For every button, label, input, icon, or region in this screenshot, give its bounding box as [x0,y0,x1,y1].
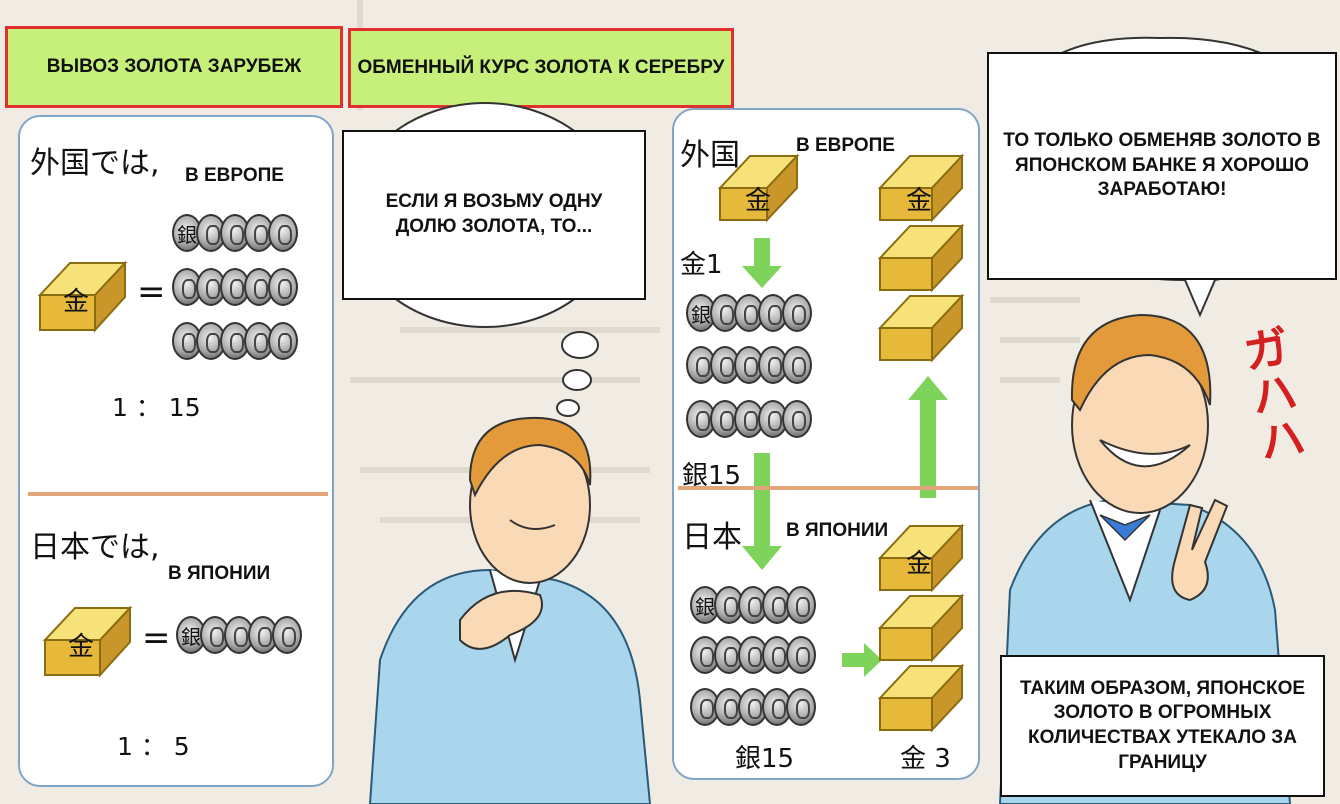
japan-heading-ru: В ЯПОНИИ [168,563,271,584]
gold-kanji-label: 金 [906,549,933,579]
silver-coin-icon [268,322,298,360]
silver-coin-row: 銀 [690,586,816,624]
label-rate-text: ОБМЕННЫЙ КУРС ЗОЛОТА К СЕРЕБРУ [357,57,725,79]
japan-ratio: 1 ： 5 [117,732,190,761]
gold-kanji-label: 金 [745,186,772,216]
equals-sign: = [142,618,171,658]
foreign-heading-jp: 外国では, [30,146,160,181]
silver-coin-icon [786,636,816,674]
silver-coin-icon [782,400,812,438]
silver-coin-icon [710,400,740,438]
silver-coin-row [690,636,816,674]
gold-bar-icon [37,260,128,333]
caption-text: ТАКИМ ОБРАЗОМ, ЯПОНСКОЕ ЗОЛОТО В ОГРОМНЫ… [1019,677,1306,773]
silver-coin-icon [272,616,302,654]
speech-text: ТО ТОЛЬКО ОБМЕНЯВ ЗОЛОТО В ЯПОНСКОМ БАНК… [1003,129,1321,201]
caption-box: ТАКИМ ОБРАЗОМ, ЯПОНСКОЕ ЗОЛОТО В ОГРОМНЫ… [1000,655,1325,797]
foreign-heading-jp: 外国 [680,138,740,173]
silver-coin-row [690,688,816,726]
silver-coin-icon [762,586,792,624]
silver-coin-row: 銀 [176,616,302,654]
silver-coin-icon [220,322,250,360]
speech-box: ТО ТОЛЬКО ОБМЕНЯВ ЗОЛОТО В ЯПОНСКОМ БАНК… [987,52,1337,280]
silver-coin-icon [786,586,816,624]
silver-coin-icon [782,294,812,332]
silver-coin-icon [782,346,812,384]
foreign-ratio: 1 ： 15 [112,393,201,422]
gold-bar-icon [42,605,133,678]
japan-heading-jp: 日本 [682,520,742,555]
silver-coin-row [686,346,812,384]
silver-coin-icon [268,268,298,306]
section-divider [28,492,328,496]
thought-text: ЕСЛИ Я ВОЗЬМУ ОДНУ ДОЛЮ ЗОЛОТА, ТО... [385,191,603,237]
gold-one-label: 金1 [680,250,723,280]
silver-coin-icon [786,688,816,726]
foreign-heading-ru: В ЕВРОПЕ [796,135,895,156]
label-export-text: ВЫВОЗ ЗОЛОТА ЗАРУБЕЖ [46,56,302,78]
foreign-heading-ru: В ЕВРОПЕ [185,165,284,186]
exchange-flow-diagram [678,153,978,733]
silver-coin-icon [268,214,298,252]
gold-three-label: 金 3 [900,744,951,774]
silver-coin-row [172,268,298,306]
label-export-gold: ВЫВОЗ ЗОЛОТА ЗАРУБЕЖ [5,26,343,108]
silver-coin-row [686,400,812,438]
silver-fifteen-label: 銀15 [735,744,795,774]
japan-heading-jp: 日本では, [30,530,160,565]
thought-box: ЕСЛИ Я ВОЗЬМУ ОДНУ ДОЛЮ ЗОЛОТА, ТО... [342,130,646,300]
silver-coin-row: 銀 [686,294,812,332]
label-exchange-rate: ОБМЕННЫЙ КУРС ЗОЛОТА К СЕРЕБРУ [348,28,734,108]
silver-coin-row [172,322,298,360]
gold-kanji-label: 金 [906,186,933,216]
gold-kanji-label: 金 [63,287,90,317]
silver-coin-row: 銀 [172,214,298,252]
japan-heading-ru: В ЯПОНИИ [786,520,889,541]
silver-fifteen-label: 銀15 [682,461,742,491]
equals-sign: = [137,272,166,312]
gold-kanji-label: 金 [68,632,95,662]
